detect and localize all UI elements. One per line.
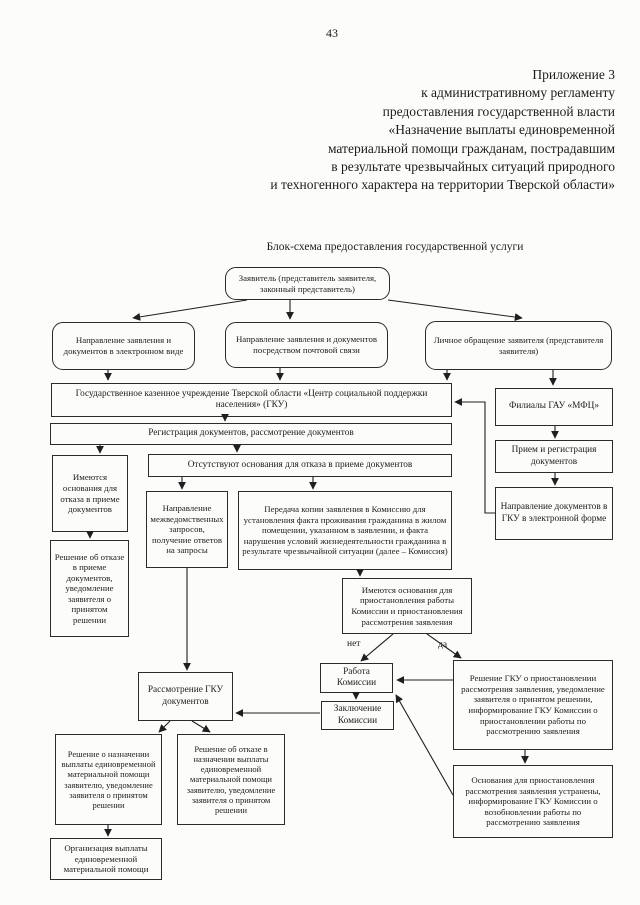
arrow-review-to-deny xyxy=(191,720,211,733)
node-commission-transfer: Передача копии заявления в Комиссию для … xyxy=(238,491,452,570)
node-refusal-decision: Решение об отказе в приеме документов, у… xyxy=(50,540,129,637)
node-no-refusal-grounds: Отсутствуют основания для отказа в прием… xyxy=(148,454,452,477)
node-suspension-decision: Решение ГКУ о приостановлении рассмотрен… xyxy=(453,660,613,750)
node-interagency-requests: Направление межведомственных запросов, п… xyxy=(146,491,228,568)
node-mfc-send-to-gku: Направление документов в ГКУ в электронн… xyxy=(495,487,613,540)
node-refusal-grounds: Имеются основания для отказа в приеме до… xyxy=(52,455,128,532)
node-commission-conclusion: Заключение Комиссии xyxy=(321,701,394,730)
node-channel-personal: Личное обращение заявителя (представител… xyxy=(425,321,612,370)
node-deny-decision: Решение об отказе в назначении выплаты е… xyxy=(177,734,285,825)
arrow-review-to-grant xyxy=(158,720,171,733)
node-gku-review: Рассмотрение ГКУ документов xyxy=(138,672,233,721)
appendix-header-line: Приложение 3 xyxy=(532,67,615,82)
node-payment: Организация выплаты единовременной матер… xyxy=(50,838,162,880)
arrow-resume-to-commission-work xyxy=(395,694,454,796)
appendix-header-line: предоставления государственной власти xyxy=(382,103,615,119)
node-channel-electronic: Направление заявления и документов в эле… xyxy=(52,322,195,370)
appendix-header-line: и техногенного характера на территории Т… xyxy=(270,177,615,193)
node-mfc-reception: Прием и регистрация документов xyxy=(495,440,613,473)
node-suspension-grounds: Имеются основания для приостановления ра… xyxy=(342,578,472,634)
appendix-header-line: в результате чрезвычайных ситуаций приро… xyxy=(331,159,615,175)
appendix-header-line: к административному регламенту xyxy=(421,85,615,101)
node-applicant: Заявитель (представитель заявителя, зако… xyxy=(225,267,390,300)
arrow-applicant-to-electronic xyxy=(132,299,248,321)
page-number: 43 xyxy=(326,26,338,40)
edge-label-yes: да xyxy=(438,640,448,650)
appendix-header-line: материальной помощи гражданам, пострадав… xyxy=(327,140,615,156)
node-channel-mail: Направление заявления и документов посре… xyxy=(225,322,388,368)
node-registration: Регистрация документов, рассмотрение док… xyxy=(50,423,452,445)
node-resume-work: Основания для приостановления рассмотрен… xyxy=(453,765,613,838)
arrow-mfc-send-to-gku xyxy=(454,398,495,514)
node-grant-decision: Решение о назначении выплаты единовремен… xyxy=(55,734,162,825)
arrow-no-to-commission-work xyxy=(360,633,394,662)
arrow-applicant-to-personal xyxy=(387,299,523,322)
node-mfc-branches: Филиалы ГАУ «МФЦ» xyxy=(495,388,613,426)
node-gku: Государственное казенное учреждение Твер… xyxy=(51,383,452,417)
appendix-header-line: «Назначение выплаты единовременной xyxy=(388,122,615,138)
node-commission-work: Работа Комиссии xyxy=(320,663,393,693)
appendix-header: Приложение 3 к административному регламе… xyxy=(185,66,615,195)
diagram-title: Блок-схема предоставления государственно… xyxy=(266,241,524,253)
edge-label-no: нет xyxy=(347,639,361,649)
